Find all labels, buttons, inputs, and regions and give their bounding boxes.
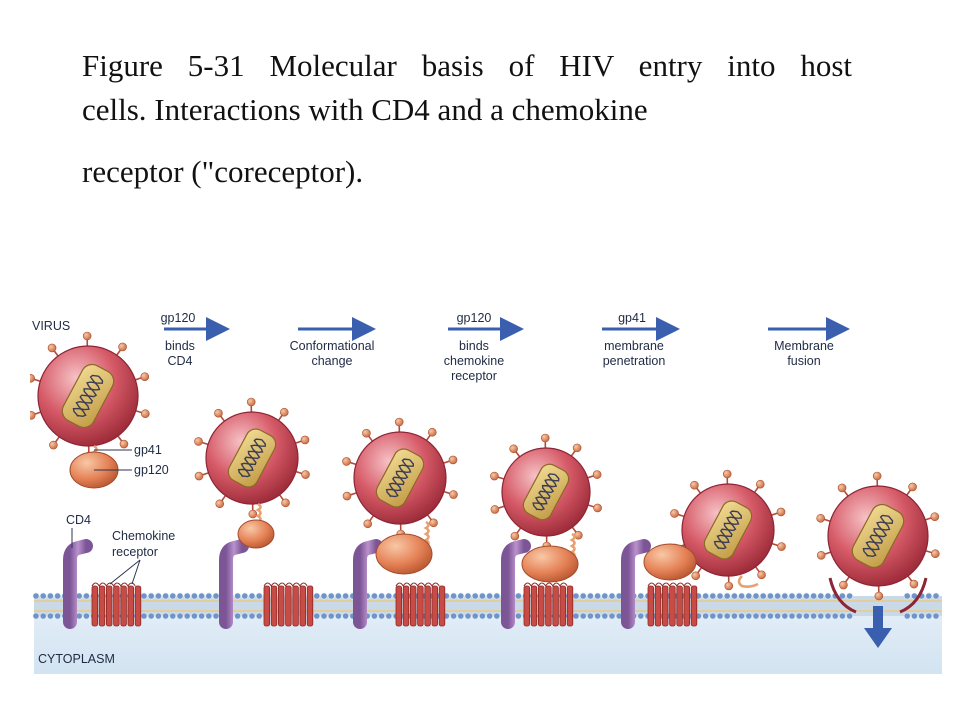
step-4-line-1: gp41 bbox=[618, 311, 646, 325]
chemokine-receptor-label-1: Chemokine bbox=[112, 529, 175, 543]
hiv-entry-diagram: gp120 binds CD4 Conformational change gp… bbox=[30, 311, 942, 674]
virus-stage-2 bbox=[194, 397, 310, 549]
step-5-line-1: Membrane bbox=[774, 339, 834, 353]
gp120-label: gp120 bbox=[134, 463, 169, 477]
chemokine-receptor bbox=[647, 582, 698, 627]
cd4-label: CD4 bbox=[66, 513, 91, 527]
svg-text:membrane: membrane bbox=[604, 339, 664, 353]
svg-text:gp120: gp120 bbox=[457, 311, 492, 325]
label-pointers bbox=[71, 449, 141, 585]
fusion-arrow bbox=[864, 606, 892, 648]
step-1-label: gp120 bbox=[161, 311, 196, 325]
step-1-line-3: CD4 bbox=[167, 354, 192, 368]
cd4-molecule bbox=[353, 539, 383, 629]
svg-text:binds: binds bbox=[165, 339, 195, 353]
cd4-molecule bbox=[621, 539, 651, 629]
virus-label: VIRUS bbox=[32, 319, 70, 333]
virus-particles bbox=[30, 331, 940, 614]
chemokine-receptor bbox=[263, 582, 314, 627]
virus-stage-4 bbox=[490, 433, 602, 583]
step-3-line-3: chemokine bbox=[444, 354, 504, 368]
figure-caption: Figure 5-31 Molecular basis of HIV entry… bbox=[82, 50, 852, 187]
cd4-molecules bbox=[63, 539, 651, 629]
step-3-line-1: gp120 bbox=[457, 311, 492, 325]
virus-stage-6 bbox=[816, 471, 940, 614]
svg-text:chemokine: chemokine bbox=[444, 354, 504, 368]
step-labels: gp120 binds CD4 Conformational change gp… bbox=[161, 311, 834, 383]
step-4-line-2: membrane bbox=[604, 339, 664, 353]
virus-stage-5 bbox=[643, 469, 786, 591]
svg-text:Membrane: Membrane bbox=[774, 339, 834, 353]
cd4-molecule bbox=[219, 539, 249, 629]
gp41-label: gp41 bbox=[134, 443, 162, 457]
caption-line-2: cells. Interactions with CD4 and a chemo… bbox=[82, 92, 648, 127]
svg-text:receptor: receptor bbox=[451, 369, 497, 383]
chemokine-receptor bbox=[523, 582, 574, 627]
step-2-line-2: change bbox=[311, 354, 352, 368]
svg-text:penetration: penetration bbox=[603, 354, 666, 368]
virus-stage-1 bbox=[30, 331, 150, 489]
step-1-line-2: binds bbox=[165, 339, 195, 353]
step-5-line-2: fusion bbox=[787, 354, 820, 368]
caption-line-3: receptor ("coreceptor). bbox=[82, 154, 364, 189]
chemokine-receptor bbox=[91, 582, 142, 627]
cd4-molecule bbox=[63, 539, 93, 629]
svg-text:change: change bbox=[311, 354, 352, 368]
step-3-line-2: binds bbox=[459, 339, 489, 353]
virus-stage-3 bbox=[342, 417, 458, 575]
cd4-molecule bbox=[501, 539, 531, 629]
caption-line-1: Figure 5-31 Molecular basis of HIV entry… bbox=[82, 48, 852, 83]
chemokine-receptor bbox=[395, 582, 446, 627]
chemokine-receptor-label-2: receptor bbox=[112, 545, 158, 559]
svg-text:Conformational: Conformational bbox=[290, 339, 375, 353]
step-3-line-4: receptor bbox=[451, 369, 497, 383]
step-4-line-3: penetration bbox=[603, 354, 666, 368]
svg-text:binds: binds bbox=[459, 339, 489, 353]
cell-membrane bbox=[32, 592, 942, 620]
cytoplasm-label: CYTOPLASM bbox=[38, 652, 115, 666]
svg-text:gp41: gp41 bbox=[618, 311, 646, 325]
step-2-line-1: Conformational bbox=[290, 339, 375, 353]
svg-text:fusion: fusion bbox=[787, 354, 820, 368]
chemokine-receptors bbox=[91, 582, 698, 627]
svg-text:CD4: CD4 bbox=[167, 354, 192, 368]
